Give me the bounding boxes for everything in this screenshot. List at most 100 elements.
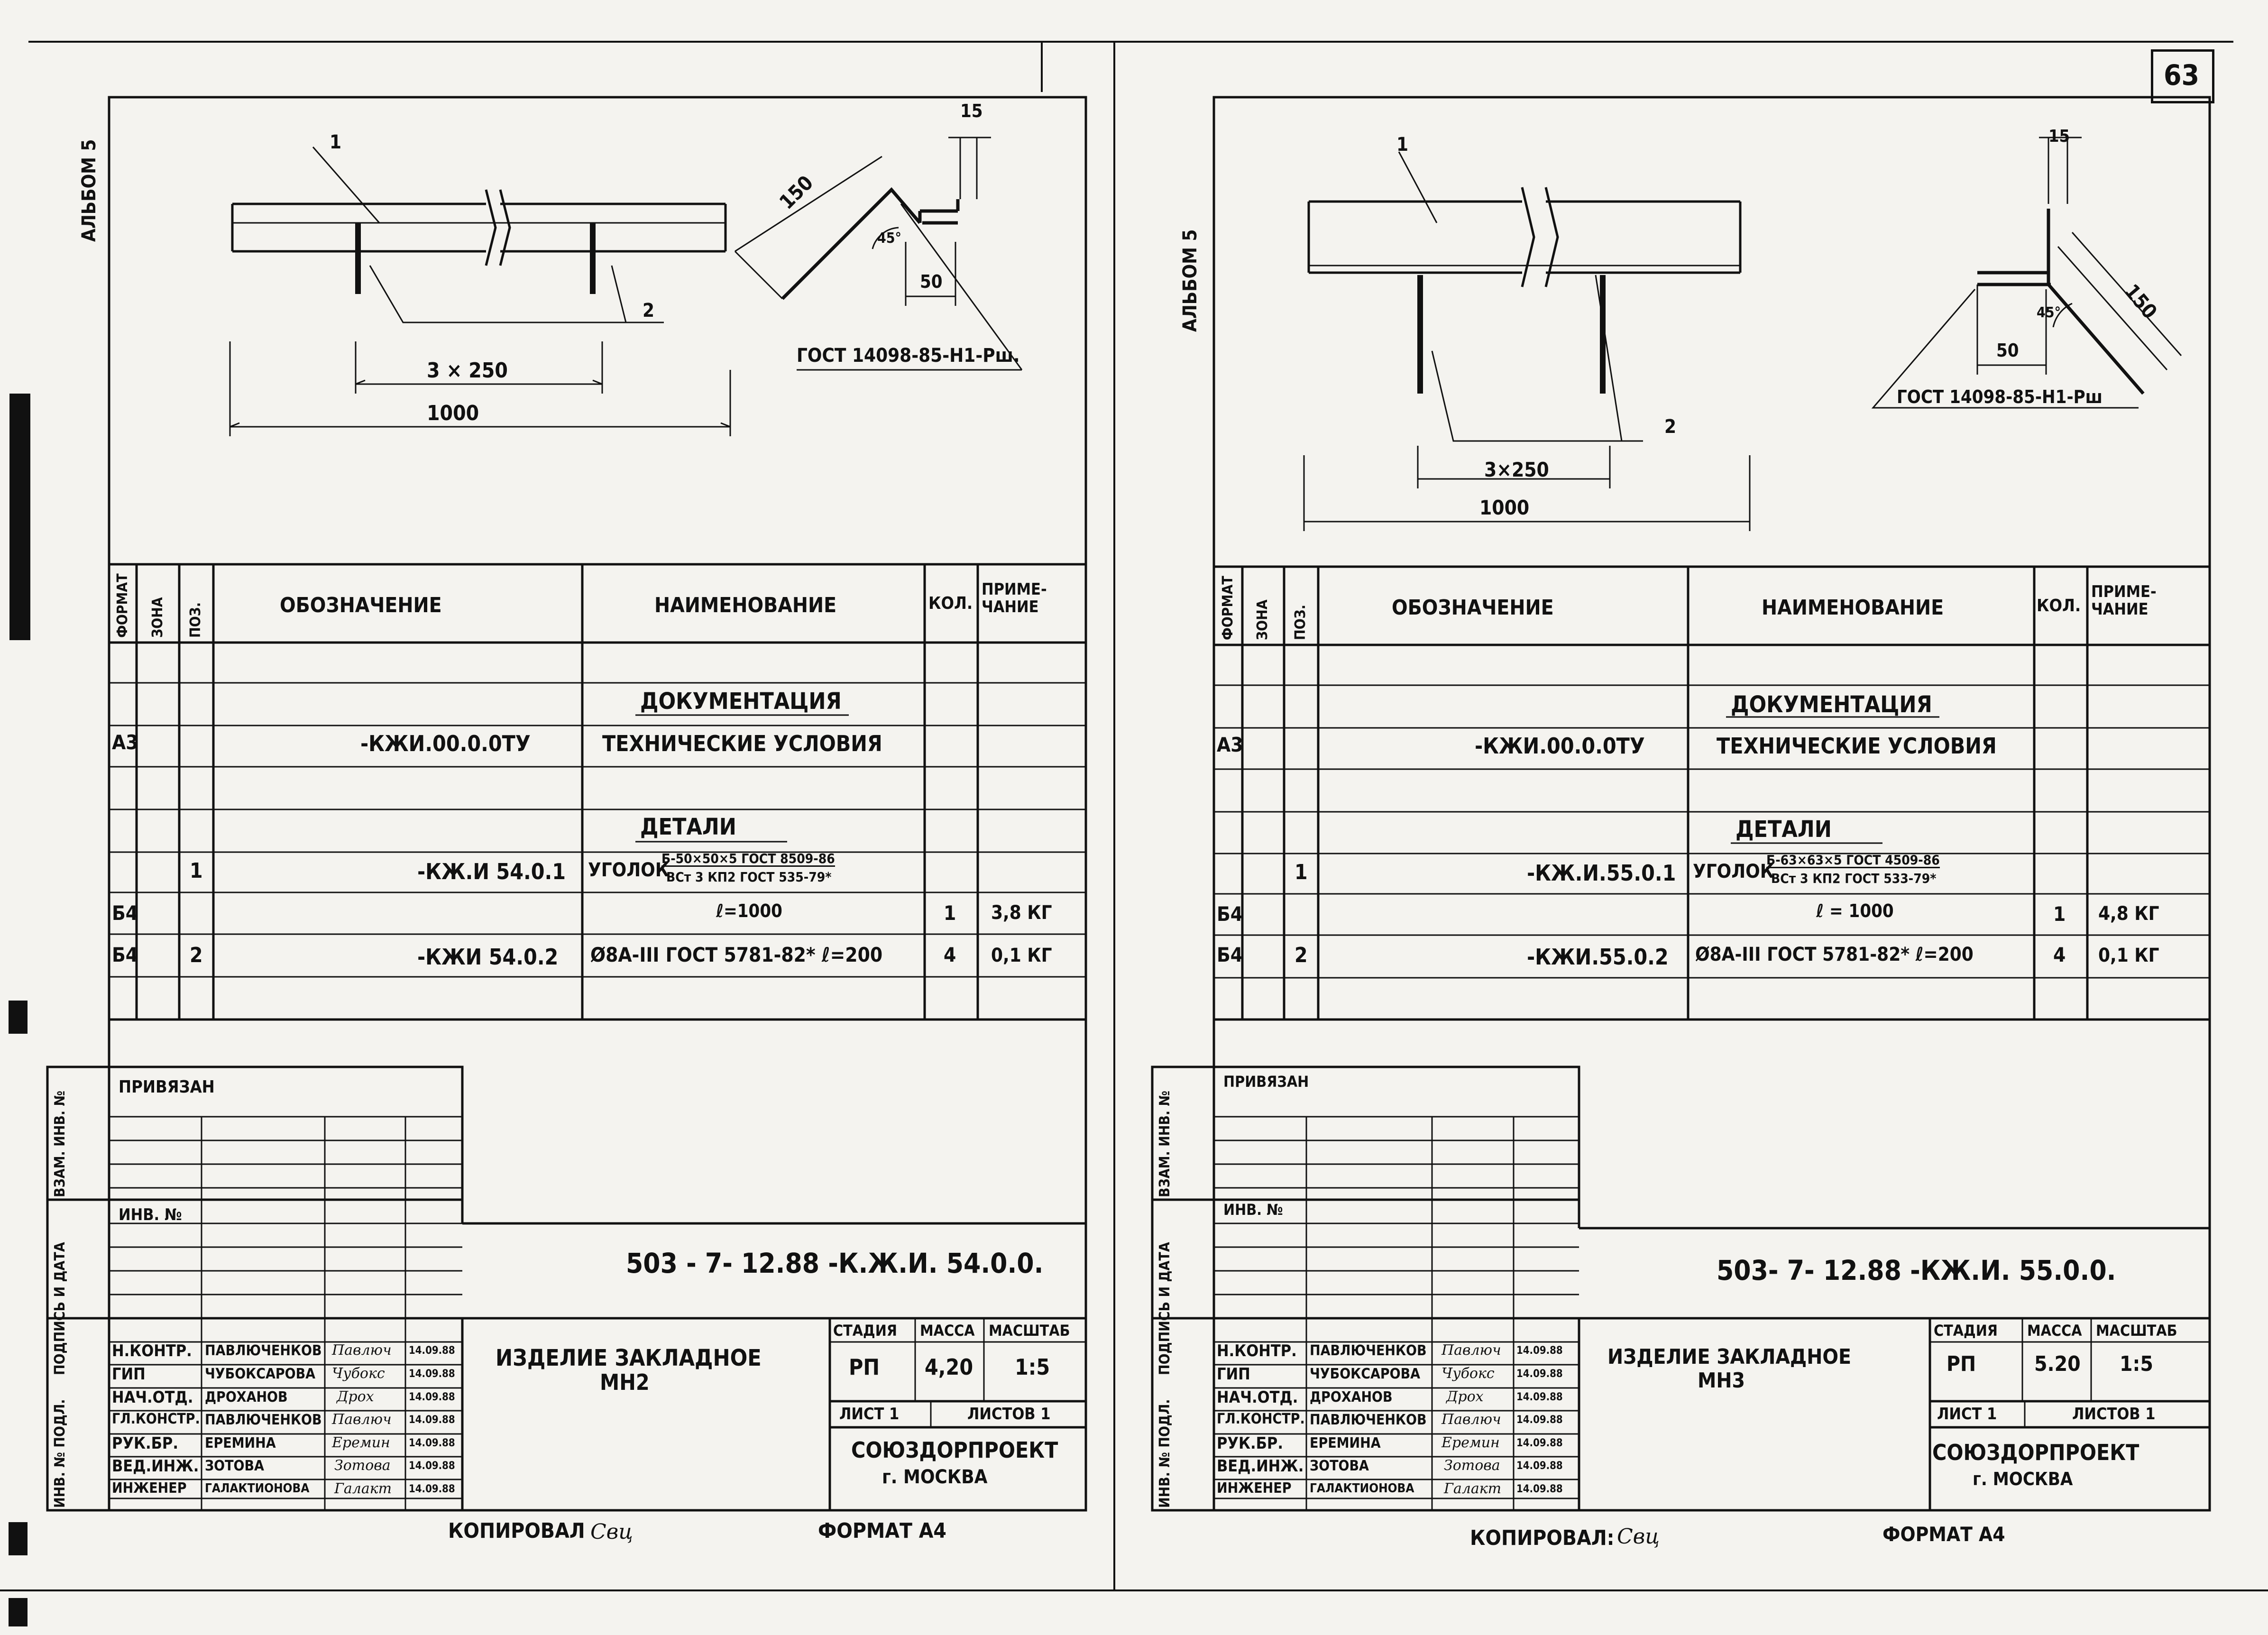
item2-quantity: 4 (944, 943, 956, 966)
staff-date: 14.09.88 (1516, 1460, 1563, 1472)
staff-name: ЗОТОВА (1310, 1458, 1369, 1474)
item1-mass: 3,8 КГ (991, 902, 1052, 924)
row-doc-format: А3 (1217, 733, 1243, 756)
scale-value: 1:5 (1015, 1354, 1050, 1380)
item1-name-prefix: УГОЛОК (588, 859, 670, 881)
scale-label: МАСШТАБ (2096, 1322, 2177, 1340)
header-position: ПОЗ. (1292, 605, 1309, 640)
section-documentation: ДОКУМЕНТАЦИЯ (640, 688, 842, 715)
weld-standard: ГОСТ 14098-85-Н1-Рш. (797, 345, 1020, 367)
sheet-number: ЛИСТ 1 (839, 1405, 900, 1424)
stage-label: СТАДИЯ (1934, 1322, 1998, 1340)
section-parts: ДЕТАЛИ (1735, 816, 1832, 843)
header-quantity: КОЛ. (2037, 596, 2081, 615)
item2-format: Б4 (112, 943, 138, 966)
sheet-frame-mn3 (1151, 96, 2211, 1512)
item2-position: 2 (1295, 943, 1308, 967)
item1-format: Б4 (112, 901, 138, 925)
item1-mass: 4,8 КГ (2098, 903, 2159, 925)
staff-signature: Павлюч (332, 1411, 392, 1428)
drawing-sheet-mn2: АЛЬБОМ 5 1 2 3 × 250 1000 150 15 50 45° … (46, 96, 1087, 1544)
header-format: ФОРМАТ (1220, 576, 1236, 640)
angle-label: 45° (2037, 304, 2061, 321)
header-note: ПРИМЕ- ЧАНИЕ (982, 580, 1047, 617)
staff-signature: Дрох (1446, 1388, 1484, 1405)
item1-name-bottom: ВСт 3 КП2 ГОСТ 535-79* (666, 869, 832, 885)
organization-name: СОЮЗДОРПРОЕКТ (1932, 1440, 2139, 1465)
format-label: ФОРМАТ А4 (818, 1519, 946, 1543)
staff-role: ИНЖЕНЕР (1217, 1480, 1292, 1497)
product-name: ИЗДЕЛИЕ ЗАКЛАДНОЕ (496, 1345, 762, 1371)
item2-mass: 0,1 КГ (991, 945, 1052, 966)
item2-format: Б4 (1217, 943, 1243, 966)
product-mark: МН2 (600, 1369, 650, 1395)
item1-quantity: 1 (944, 901, 956, 925)
copied-by-signature: Свц (1617, 1525, 1660, 1549)
staff-role: ВЕД.ИНЖ. (1217, 1457, 1304, 1476)
side-label-signature-date: ПОДПИСЬ И ДАТА (1157, 1242, 1173, 1375)
header-position: ПОЗ. (187, 602, 204, 638)
staff-signature: Еремин (1442, 1434, 1500, 1451)
staff-date: 14.09.88 (409, 1368, 455, 1380)
staff-date: 14.09.88 (409, 1414, 455, 1426)
staff-signature: Еремин (332, 1434, 390, 1451)
header-zone: ЗОНА (1254, 599, 1271, 640)
staff-signature: Галакт (1444, 1480, 1502, 1497)
side-label-replaced-inv: ВЗАМ. ИНВ. № (52, 1091, 68, 1197)
header-note: ПРИМЕ- ЧАНИЕ (2091, 582, 2157, 619)
staff-name: ДРОХАНОВ (205, 1389, 288, 1405)
staff-name: ПАВЛЮЧЕНКОВ (205, 1342, 322, 1359)
item1-name-prefix: УГОЛОК (1693, 861, 1774, 882)
scale-value: 1:5 (2120, 1352, 2153, 1376)
dimension-length: 1000 (427, 401, 479, 425)
drawing-designation: 503 - 7- 12.88 -К.Ж.И. 54.0.0. (626, 1247, 1044, 1279)
page-center-rule (1113, 41, 1115, 1589)
item1-code: -КЖ.И.55.0.1 (1527, 860, 1676, 886)
drawing-sheet-mn3: АЛЬБОМ 5 1 2 3×250 1000 150 15 50 45° ГО… (1105, 0, 2239, 1635)
dimension-offset: 50 (920, 271, 943, 292)
staff-signature: Павлюч (1442, 1342, 1501, 1359)
item2-position: 2 (190, 943, 203, 967)
item1-length: ℓ=1000 (716, 900, 782, 921)
format-label: ФОРМАТ А4 (1882, 1523, 2005, 1546)
item2-code: -КЖИ 54.0.2 (417, 944, 559, 970)
header-name: НАИМЕНОВАНИЕ (1762, 596, 1944, 620)
inventory-number-label: ИНВ. № (1223, 1201, 1283, 1219)
callout-1: 1 (1396, 134, 1409, 156)
copied-by-signature: Свц (590, 1520, 633, 1544)
dimension-length: 1000 (1479, 496, 1530, 519)
staff-name: ПАВЛЮЧЕНКОВ (1310, 1412, 1427, 1428)
item2-code: -КЖИ.55.0.2 (1527, 944, 1669, 970)
scale-label: МАСШТАБ (989, 1322, 1070, 1340)
angle-label: 45° (877, 230, 902, 247)
organization-name: СОЮЗДОРПРОЕКТ (851, 1437, 1058, 1463)
page-number: 63 (2164, 59, 2200, 92)
row-doc-code: -КЖИ.00.0.0ТУ (360, 731, 531, 756)
staff-name: ЗОТОВА (205, 1458, 264, 1474)
item1-name-bottom: ВСт 3 КП2 ГОСТ 533-79* (1771, 871, 1937, 886)
scan-mark (9, 1522, 28, 1555)
staff-name: ЧУБОКСАРОВА (1310, 1366, 1421, 1382)
scan-mark (9, 394, 30, 640)
page-top-rule (28, 41, 2233, 43)
staff-signature: Зотова (1444, 1457, 1500, 1474)
staff-date: 14.09.88 (1516, 1345, 1563, 1357)
staff-name: ПАВЛЮЧЕНКОВ (1310, 1342, 1427, 1359)
staff-name: ЕРЕМИНА (1310, 1435, 1381, 1451)
scan-mark (9, 1598, 28, 1626)
item1-position: 1 (1295, 860, 1308, 884)
header-name: НАИМЕНОВАНИЕ (654, 593, 837, 617)
privyazan-label: ПРИВЯЗАН (119, 1077, 215, 1097)
staff-signature: Чубокс (332, 1365, 385, 1382)
staff-role: ГЛ.КОНСТР. (1217, 1411, 1305, 1427)
weld-standard: ГОСТ 14098-85-Н1-Рш (1897, 386, 2103, 407)
callout-1: 1 (330, 131, 342, 153)
staff-role: ГЛ.КОНСТР. (112, 1411, 200, 1427)
staff-role: ВЕД.ИНЖ. (112, 1457, 199, 1476)
staff-date: 14.09.88 (1516, 1483, 1563, 1495)
staff-role: Н.КОНТР. (112, 1341, 192, 1360)
staff-role: РУК.БР. (1217, 1434, 1283, 1453)
sheets-total: ЛИСТОВ 1 (2072, 1405, 2156, 1424)
staff-date: 14.09.88 (1516, 1391, 1563, 1403)
staff-date: 14.09.88 (409, 1460, 455, 1472)
